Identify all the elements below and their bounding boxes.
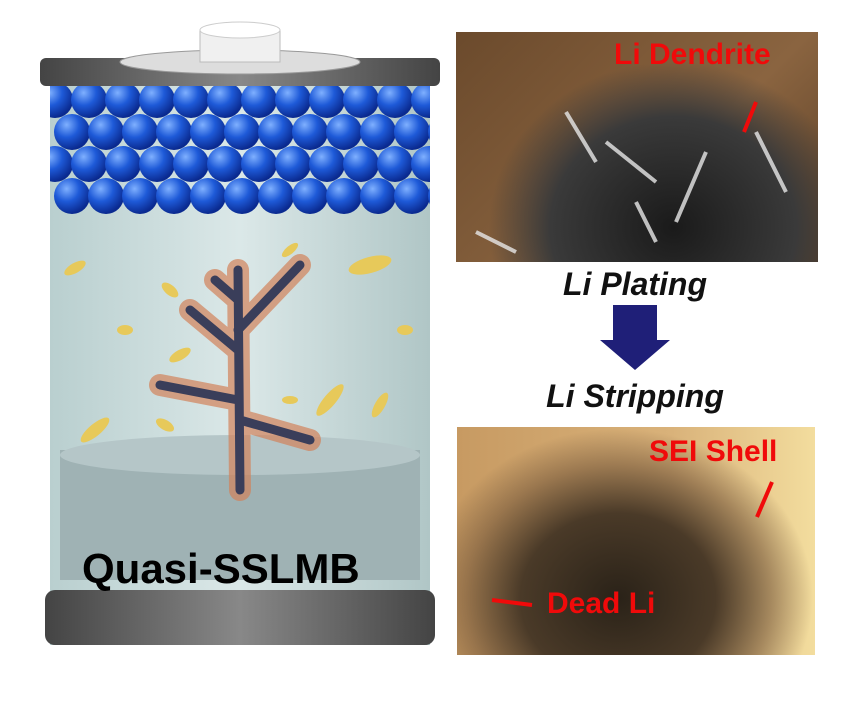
electrolyte-sphere [377, 146, 413, 182]
li-dendrite-label: Li Dendrite [614, 38, 771, 71]
electrolyte-sphere [105, 146, 141, 182]
electrolyte-sphere [88, 178, 124, 214]
electrolyte-sphere [360, 114, 396, 150]
electrolyte-sphere [54, 114, 90, 150]
electrolyte-sphere [173, 146, 209, 182]
electrolyte-sphere [241, 82, 277, 118]
electrolyte-sphere [50, 82, 73, 118]
down-arrow [600, 305, 670, 370]
electrolyte-sphere [139, 146, 175, 182]
electrolyte-sphere [71, 146, 107, 182]
electrolyte-sphere [122, 114, 158, 150]
electrolyte-sphere [292, 114, 328, 150]
electrolyte-sphere [54, 178, 90, 214]
stripping-photo: SEI Shell Dead Li [457, 427, 815, 655]
battery-label: Quasi-SSLMB [82, 545, 360, 592]
electrolyte-sphere [275, 82, 311, 118]
li-stripping-label: Li Stripping [546, 378, 724, 414]
li-plating-label: Li Plating [563, 266, 707, 302]
electrolyte-sphere [377, 82, 413, 118]
electrolyte-sphere [275, 146, 311, 182]
electrolyte-sphere [343, 82, 379, 118]
electrolyte-sphere [156, 114, 192, 150]
dendrite-tree [149, 254, 321, 501]
electrolyte-sphere [428, 187, 430, 205]
electrolyte-sphere [326, 114, 362, 150]
electrolyte-sphere [105, 82, 141, 118]
electrolyte-sphere [326, 178, 362, 214]
electrolyte-sphere [173, 82, 209, 118]
electrolyte-sphere [411, 146, 430, 182]
electrolyte-sphere [207, 82, 243, 118]
electrolyte-sphere [50, 146, 73, 182]
electrolyte-sphere [292, 178, 328, 214]
electrolyte-sphere [258, 178, 294, 214]
electrolyte-sphere [411, 82, 430, 118]
electrolyte-sphere [190, 178, 226, 214]
electrolyte-sphere [122, 178, 158, 214]
electrolyte-sphere [309, 82, 345, 118]
electrolyte-sphere [207, 146, 243, 182]
electrolyte-sphere [343, 146, 379, 182]
electrolyte-sphere [428, 123, 430, 141]
sei-shell-label: SEI Shell [649, 435, 778, 468]
electrolyte-sphere [360, 178, 396, 214]
electrolyte-sphere [241, 146, 277, 182]
electrolyte-sphere [156, 178, 192, 214]
dead-li-label: Dead Li [547, 587, 656, 620]
plating-photo: Li Dendrite [456, 32, 818, 262]
electrolyte-sphere [224, 114, 260, 150]
electrolyte-sphere [394, 178, 430, 214]
electrolyte-sphere [394, 114, 430, 150]
electrolyte-sphere [71, 82, 107, 118]
electrolyte-spheres [50, 82, 430, 214]
electrolyte-sphere [190, 114, 226, 150]
electrolyte-sphere [309, 146, 345, 182]
electrolyte-sphere [139, 82, 175, 118]
electrolyte-sphere [258, 114, 294, 150]
electrolyte-sphere [224, 178, 260, 214]
electrolyte-sphere [88, 114, 124, 150]
dead-lithium-flakes [64, 242, 413, 443]
bottom-cap [45, 590, 435, 645]
